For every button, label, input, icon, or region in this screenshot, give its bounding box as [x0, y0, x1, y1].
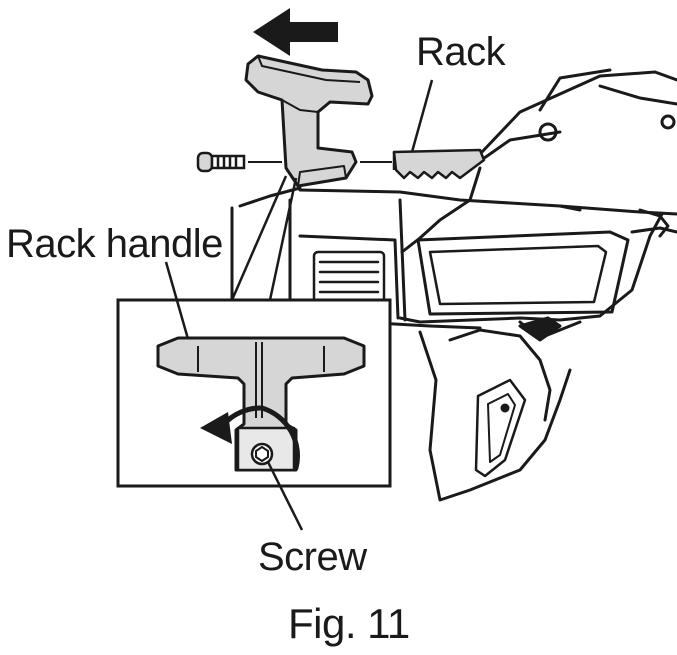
screw-leader-line [266, 461, 304, 531]
screw-label: Screw [258, 535, 367, 579]
inset-connector-lines [230, 175, 298, 301]
screw-part [196, 151, 282, 173]
rack-handle-part [244, 54, 374, 188]
rack-leader-line [410, 79, 434, 153]
rack-handle-front-view [156, 336, 366, 472]
rack-label: Rack [416, 30, 506, 74]
left-arrow-icon [253, 8, 338, 56]
tool-body [230, 68, 677, 502]
rack-handle-label: Rack handle [6, 222, 223, 266]
counterclockwise-rotation-icon [200, 405, 300, 471]
figure-caption: Fig. 11 [288, 600, 410, 647]
rack-handle-leader-line [164, 261, 192, 347]
rack-part [360, 148, 486, 180]
